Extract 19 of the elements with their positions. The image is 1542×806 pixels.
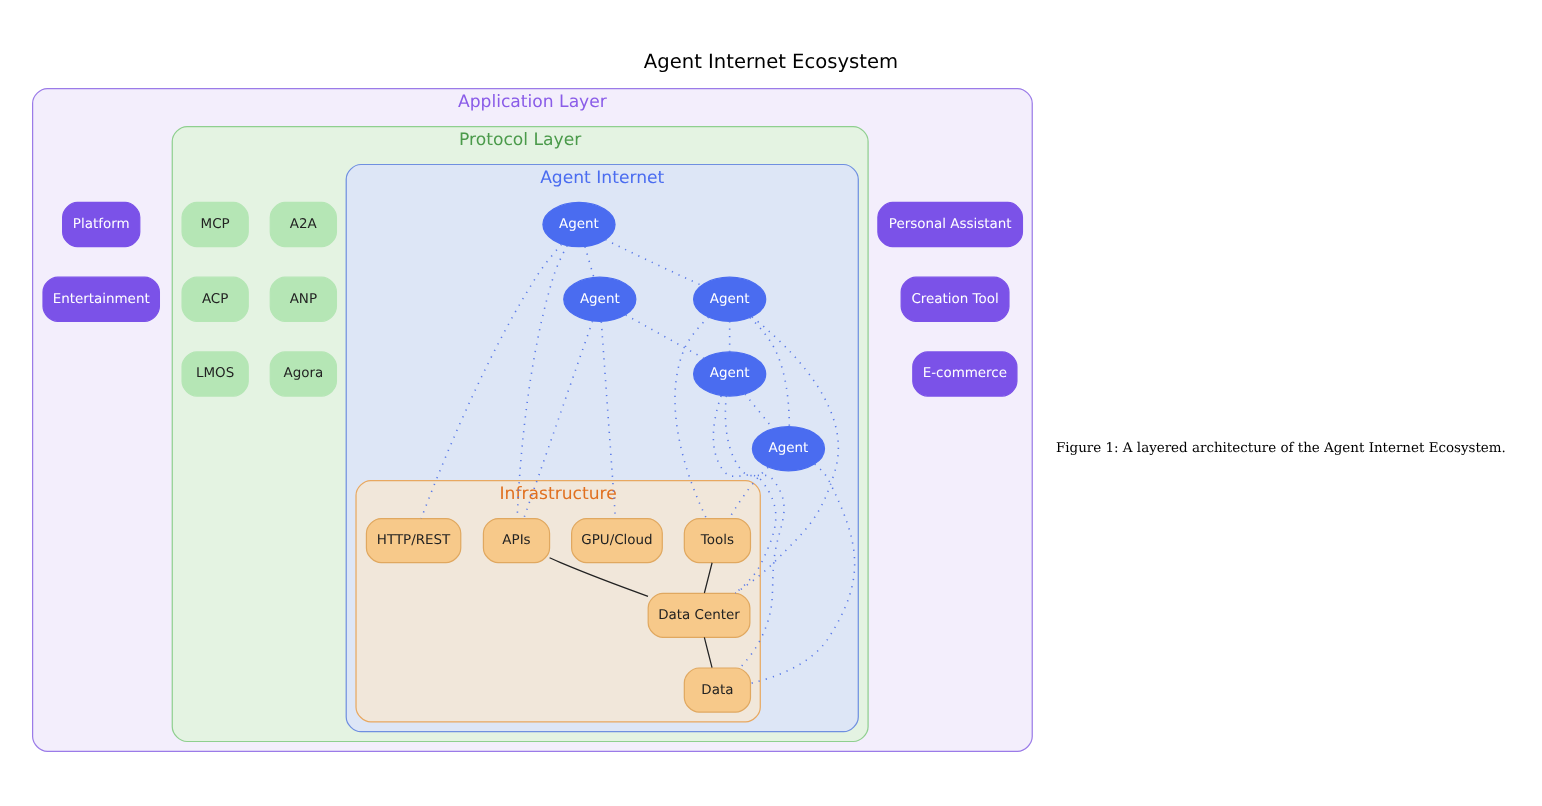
connector xyxy=(584,244,595,278)
connector xyxy=(604,237,703,285)
connector xyxy=(624,313,705,359)
connector xyxy=(516,243,568,519)
connector xyxy=(749,315,791,427)
connector xyxy=(703,635,713,668)
connector xyxy=(712,394,777,593)
connector xyxy=(734,315,839,593)
connector xyxy=(728,465,769,519)
connector xyxy=(674,315,710,519)
connector xyxy=(749,462,856,684)
connector xyxy=(523,319,594,519)
connector xyxy=(420,242,563,519)
connector xyxy=(600,319,617,518)
connector xyxy=(549,556,649,596)
connector xyxy=(744,392,774,429)
diagram-title: Agent Internet Ecosystem xyxy=(643,50,899,73)
connector xyxy=(703,561,713,593)
connector xyxy=(724,394,785,668)
